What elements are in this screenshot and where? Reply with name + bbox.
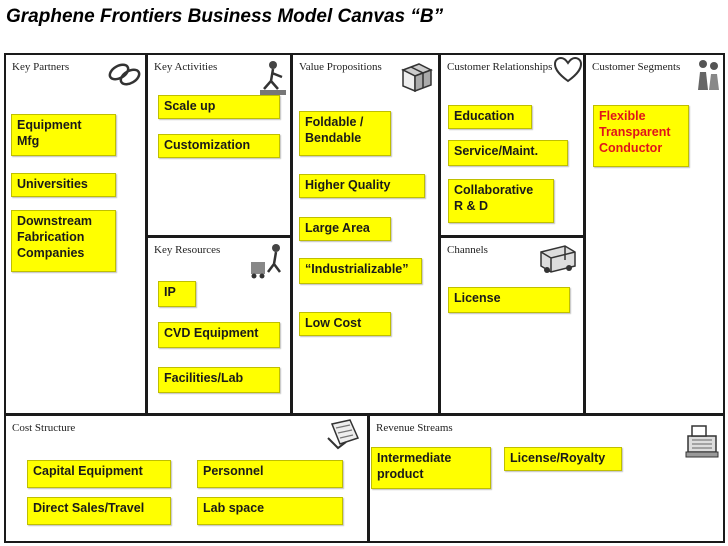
worker-icon — [260, 61, 286, 95]
note-large-area: Large Area — [299, 217, 391, 241]
note-low-cost: Low Cost — [299, 312, 391, 336]
channels-block: Channels — [439, 236, 585, 415]
key-resources-header: Key Resources — [154, 244, 221, 256]
note-capital-equipment: Capital Equipment — [27, 460, 171, 488]
truck-icon — [540, 245, 576, 273]
chain-links-icon — [108, 63, 141, 86]
note-license: License — [448, 287, 570, 313]
value-propositions-header: Value Propositions — [299, 61, 382, 73]
note-foldable-bendable: Foldable / Bendable — [299, 111, 391, 156]
revenue-streams-header: Revenue Streams — [376, 422, 453, 434]
heart-icon — [553, 57, 583, 83]
customer-segments-header: Customer Segments — [592, 61, 681, 73]
cash-register-icon — [685, 425, 719, 458]
note-scale-up: Scale up — [158, 95, 280, 119]
note-personnel: Personnel — [197, 460, 343, 488]
note-license-royalty: License/Royalty — [504, 447, 622, 471]
note-universities: Universities — [11, 173, 116, 197]
note-downstream-fabrication: Downstream Fabrication Companies — [11, 210, 116, 272]
note-education: Education — [448, 105, 532, 129]
cost-structure-header: Cost Structure — [12, 422, 76, 434]
factory-worker-icon — [251, 244, 281, 279]
price-tag-icon — [327, 419, 360, 450]
note-higher-quality: Higher Quality — [299, 174, 425, 198]
customer-relationships-header: Customer Relationships — [447, 61, 553, 73]
note-collaborative-rd: Collaborative R & D — [448, 179, 554, 223]
note-service-maint: Service/Maint. — [448, 140, 568, 166]
note-ip: IP — [158, 281, 196, 307]
note-customization: Customization — [158, 134, 280, 158]
gift-box-icon — [401, 63, 433, 92]
key-activities-header: Key Activities — [154, 61, 218, 73]
note-direct-sales-travel: Direct Sales/Travel — [27, 497, 171, 525]
key-partners-header: Key Partners — [12, 61, 70, 73]
people-icon — [698, 60, 719, 90]
canvas-title: Graphene Frontiers Business Model Canvas… — [6, 6, 444, 27]
note-cvd-equipment: CVD Equipment — [158, 322, 280, 348]
revenue-streams-block: Revenue Streams — [368, 414, 725, 543]
note-equipment-mfg: Equipment Mfg — [11, 114, 116, 156]
note-flexible-transparent-conductor: Flexible Transparent Conductor — [593, 105, 689, 167]
note-industrializable: “Industrializable” — [299, 258, 422, 284]
note-facilities-lab: Facilities/Lab — [158, 367, 280, 393]
note-intermediate-product: Intermediate product — [371, 447, 491, 489]
note-lab-space: Lab space — [197, 497, 343, 525]
channels-header: Channels — [447, 244, 488, 256]
